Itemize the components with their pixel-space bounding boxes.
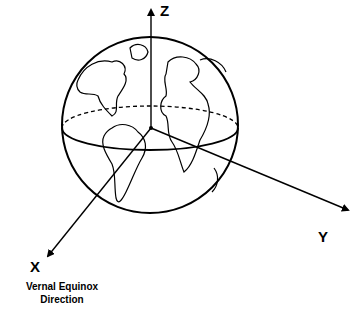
equator-back (62, 106, 238, 128)
origin-dot (149, 126, 153, 130)
globe-outline (62, 37, 238, 213)
axis-label: Z (160, 2, 169, 19)
axis-label: X (30, 258, 40, 275)
z-axis (150, 10, 151, 128)
continent-outline (130, 45, 148, 60)
y-axis (151, 128, 348, 210)
axis-label: Y (318, 228, 328, 245)
continent-outline (103, 125, 146, 202)
direction-note: Vernal Equinox Direction (16, 280, 108, 306)
continent-outline (161, 57, 210, 172)
continent-outline (212, 168, 218, 192)
continent-outline (77, 61, 126, 116)
equator-front (62, 128, 238, 150)
continent-outline (200, 59, 226, 72)
x-axis (48, 128, 151, 256)
